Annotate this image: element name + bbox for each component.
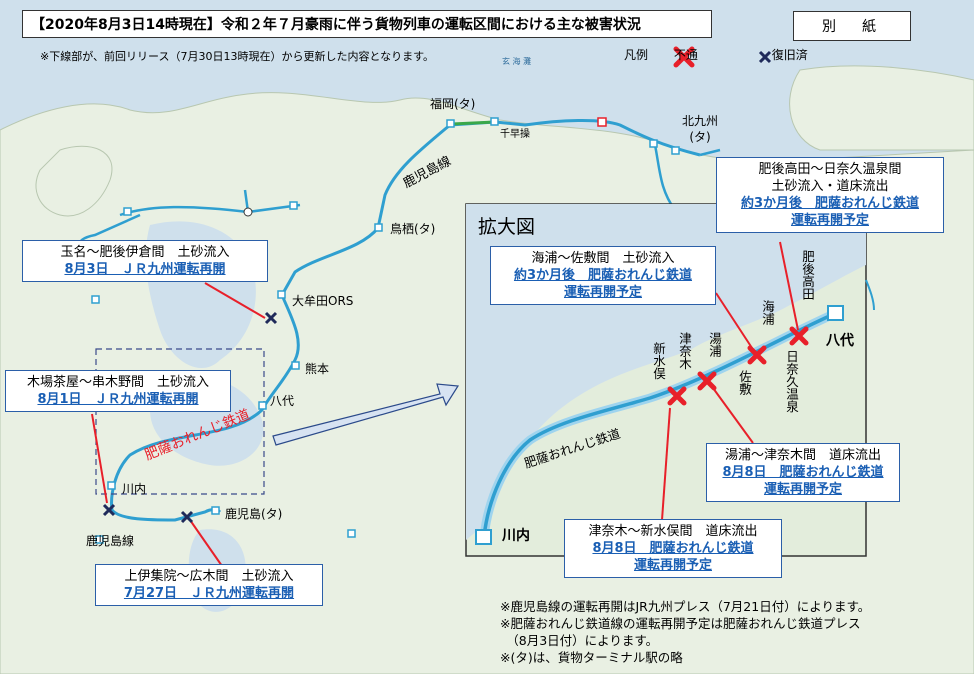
station-fukuoka: 福岡(タ) xyxy=(430,97,476,111)
callout-kouda-cause: 土砂流入・道床流出 xyxy=(771,179,889,194)
enlarge-label-umiura: 海浦 xyxy=(760,300,775,325)
closed-mark-umiura xyxy=(747,345,767,365)
callout-kamiijuin-section: 上伊集院～広木間 土砂流入 xyxy=(124,569,294,584)
bottom-note-3: （8月3日付）によります。 xyxy=(500,633,659,648)
page-title: 【2020年8月3日14時現在】令和２年７月豪雨に伴う貨物列車の運転区間における… xyxy=(22,10,712,38)
callout-tamana-section: 玉名～肥後伊倉間 土砂流入 xyxy=(60,245,230,260)
enlarge-title: 拡大図 xyxy=(478,216,536,238)
callout-tsunagi-section: 津奈木～新水俣間 道床流出 xyxy=(588,524,758,539)
station-yatsushiro: 八代 xyxy=(270,394,295,408)
callout-umiura-section: 海浦～佐敷間 土砂流入 xyxy=(531,251,675,266)
station-kumamoto: 熊本 xyxy=(305,362,330,376)
callout-umiura-status: 約3か月後 肥薩おれんじ鉄道 運転再開予定 xyxy=(513,268,693,300)
legend-restored-label: 復旧済 xyxy=(771,48,808,62)
callout-tsunagi: 津奈木～新水俣間 道床流出 8月8日 肥薩おれんじ鉄道 運転再開予定 xyxy=(564,519,782,578)
bottom-note-1: ※鹿児島線の運転再開はJR九州プレス（7月21日付）によります。 xyxy=(500,599,871,614)
station-tosu: 鳥栖(タ) xyxy=(390,222,436,236)
callout-kobacchaya-section: 木場茶屋～串木野間 土砂流入 xyxy=(26,375,209,390)
callout-yunoura-section: 湯浦～津奈木間 道床流出 xyxy=(724,448,881,463)
legend-label: 凡例 xyxy=(624,48,649,62)
callout-kobacchaya: 木場茶屋～串木野間 土砂流入 8月1日 ＪＲ九州運転再開 xyxy=(5,370,231,412)
restored-marks xyxy=(102,311,278,524)
enlarge-label-yunoura: 湯浦 xyxy=(707,332,722,357)
enlarge-label-shin-minamata: 新水俣 xyxy=(651,342,666,380)
enlarge-source-frame xyxy=(95,348,265,495)
bottom-note-4: ※(タ)は、貨物ターミナル駅の略 xyxy=(500,650,683,665)
closed-mark-yunoura xyxy=(697,371,717,391)
restored-mark-kamiijuin xyxy=(180,510,194,524)
land-west-peninsula xyxy=(35,145,113,217)
callout-umiura: 海浦～佐敷間 土砂流入 約3か月後 肥薩おれんじ鉄道 運転再開予定 xyxy=(490,246,716,305)
enlarge-station-sendai xyxy=(475,529,492,545)
callout-kouda: 肥後高田～日奈久温泉間 土砂流入・道床流出 約3か月後 肥薩おれんじ鉄道 運転再… xyxy=(716,157,944,233)
callout-kouda-section: 肥後高田～日奈久温泉間 xyxy=(758,162,902,177)
station-kitakyushu: 北九州 (タ) xyxy=(682,114,719,144)
station-omuta: 大牟田ORS xyxy=(292,294,354,308)
restored-mark-kobacchaya xyxy=(102,503,116,517)
kagoshima-line xyxy=(110,119,701,522)
land-east xyxy=(789,65,974,151)
bottom-notes: ※鹿児島線の運転再開はJR九州プレス（7月21日付）によります。 ※肥薩おれんじ… xyxy=(500,598,870,666)
callout-kobacchaya-status: 8月1日 ＪＲ九州運転再開 xyxy=(37,392,199,407)
enlarge-label-sendai: 川内 xyxy=(502,528,530,544)
sea-label: 玄 海 灘 xyxy=(502,56,531,66)
enlarge-label-higo-takada: 肥後高田 xyxy=(800,250,815,300)
enlarge-rail-exit xyxy=(865,279,875,311)
station-kagoshima: 鹿児島(タ) xyxy=(225,507,283,521)
enlarge-label-yatsushiro: 八代 xyxy=(826,333,854,349)
kagoshima-line-label-south: 鹿児島線 xyxy=(86,534,135,548)
station-chihaya: 千早操 xyxy=(500,129,530,140)
restored-mark-tamana xyxy=(264,311,278,325)
station-sendai: 川内 xyxy=(122,482,147,496)
callout-kamiijuin-status: 7月27日 ＪＲ九州運転再開 xyxy=(123,586,295,601)
enlarge-label-hinagu: 日奈久温泉 xyxy=(784,350,799,413)
closed-marks xyxy=(667,326,809,406)
fukuoka-chihaya-segment xyxy=(451,120,496,126)
closed-mark-kouda xyxy=(789,326,809,346)
callout-yunoura: 湯浦～津奈木間 道床流出 8月8日 肥薩おれんじ鉄道 運転再開予定 xyxy=(706,443,900,502)
callout-tamana: 玉名～肥後伊倉間 土砂流入 8月3日 ＪＲ九州運転再開 xyxy=(22,240,268,282)
enlarge-rail xyxy=(482,311,837,538)
callout-kouda-status: 約3か月後 肥薩おれんじ鉄道 運転再開予定 xyxy=(740,196,920,228)
update-note: ※下線部が、前回リリース（7月30日13時現在）から更新した内容となります。 xyxy=(40,50,435,63)
legend-closed-icon xyxy=(673,46,695,68)
callout-tsunagi-status: 8月8日 肥薩おれんじ鉄道 運転再開予定 xyxy=(592,541,754,573)
callout-kamiijuin: 上伊集院～広木間 土砂流入 7月27日 ＪＲ九州運転再開 xyxy=(95,564,323,606)
legend-closed-label: 不通 xyxy=(673,48,698,62)
bottom-note-2: ※肥薩おれんじ鉄道線の運転再開予定は肥薩おれんじ鉄道プレス xyxy=(500,616,861,631)
junction-marker xyxy=(243,207,253,217)
enlarge-arrow xyxy=(272,383,460,446)
enlarge-station-yatsushiro xyxy=(827,305,844,321)
attachment-label: 別 紙 xyxy=(793,11,911,41)
legend-restored-icon xyxy=(758,50,772,64)
callout-pointers xyxy=(91,241,799,567)
callout-yunoura-status: 8月8日 肥薩おれんじ鉄道 運転再開予定 xyxy=(722,465,884,497)
station-markers xyxy=(91,117,680,544)
station-marker-red xyxy=(597,117,607,127)
enlarge-label-sashiki: 佐敷 xyxy=(737,370,752,395)
callout-tamana-status: 8月3日 ＪＲ九州運転再開 xyxy=(64,262,226,277)
enlarge-label-tsunagi: 津奈木 xyxy=(677,332,692,370)
legend: 凡例 不通 復旧済 xyxy=(624,46,814,63)
closed-mark-tsunagi xyxy=(667,386,687,406)
